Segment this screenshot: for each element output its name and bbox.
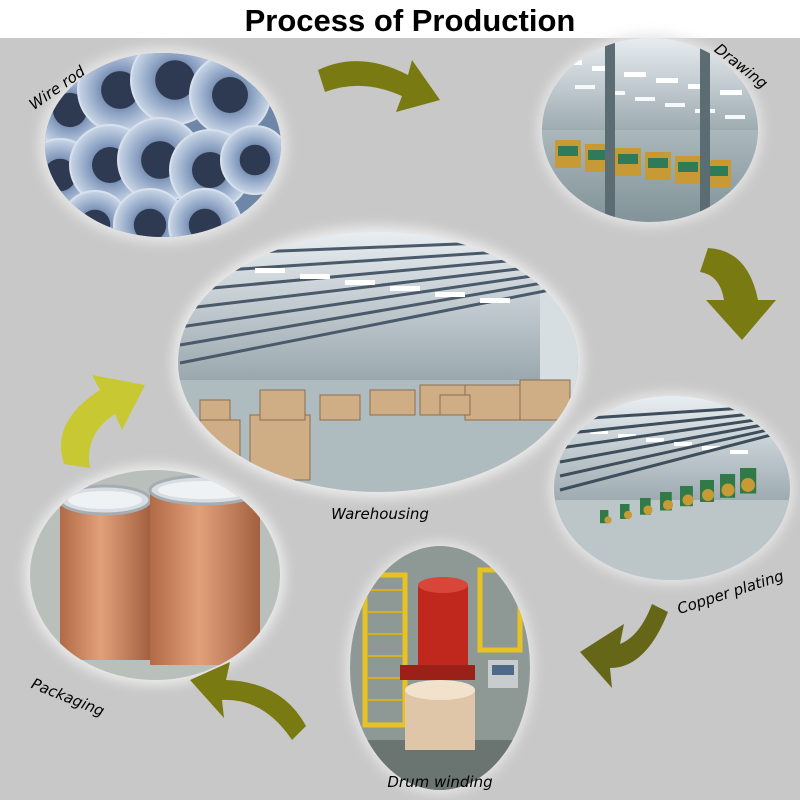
arrow-drawing-to-copper bbox=[700, 248, 776, 340]
arrow-packaging-to-warehouse bbox=[60, 375, 145, 468]
drum-winding-photo bbox=[346, 542, 534, 794]
header-band bbox=[0, 0, 800, 38]
arrow-wire-to-drawing bbox=[318, 60, 440, 112]
process-arrows bbox=[60, 60, 776, 740]
step-label-warehousing: Warehousing bbox=[331, 505, 429, 523]
warehousing-photo bbox=[173, 226, 583, 498]
page-title: Process of Production bbox=[245, 3, 576, 38]
arrow-drum-to-packaging bbox=[190, 662, 306, 740]
step-label-drum-winding: Drum winding bbox=[387, 773, 492, 791]
arrow-copper-to-drum bbox=[580, 604, 668, 688]
packaging-photo bbox=[25, 465, 285, 685]
